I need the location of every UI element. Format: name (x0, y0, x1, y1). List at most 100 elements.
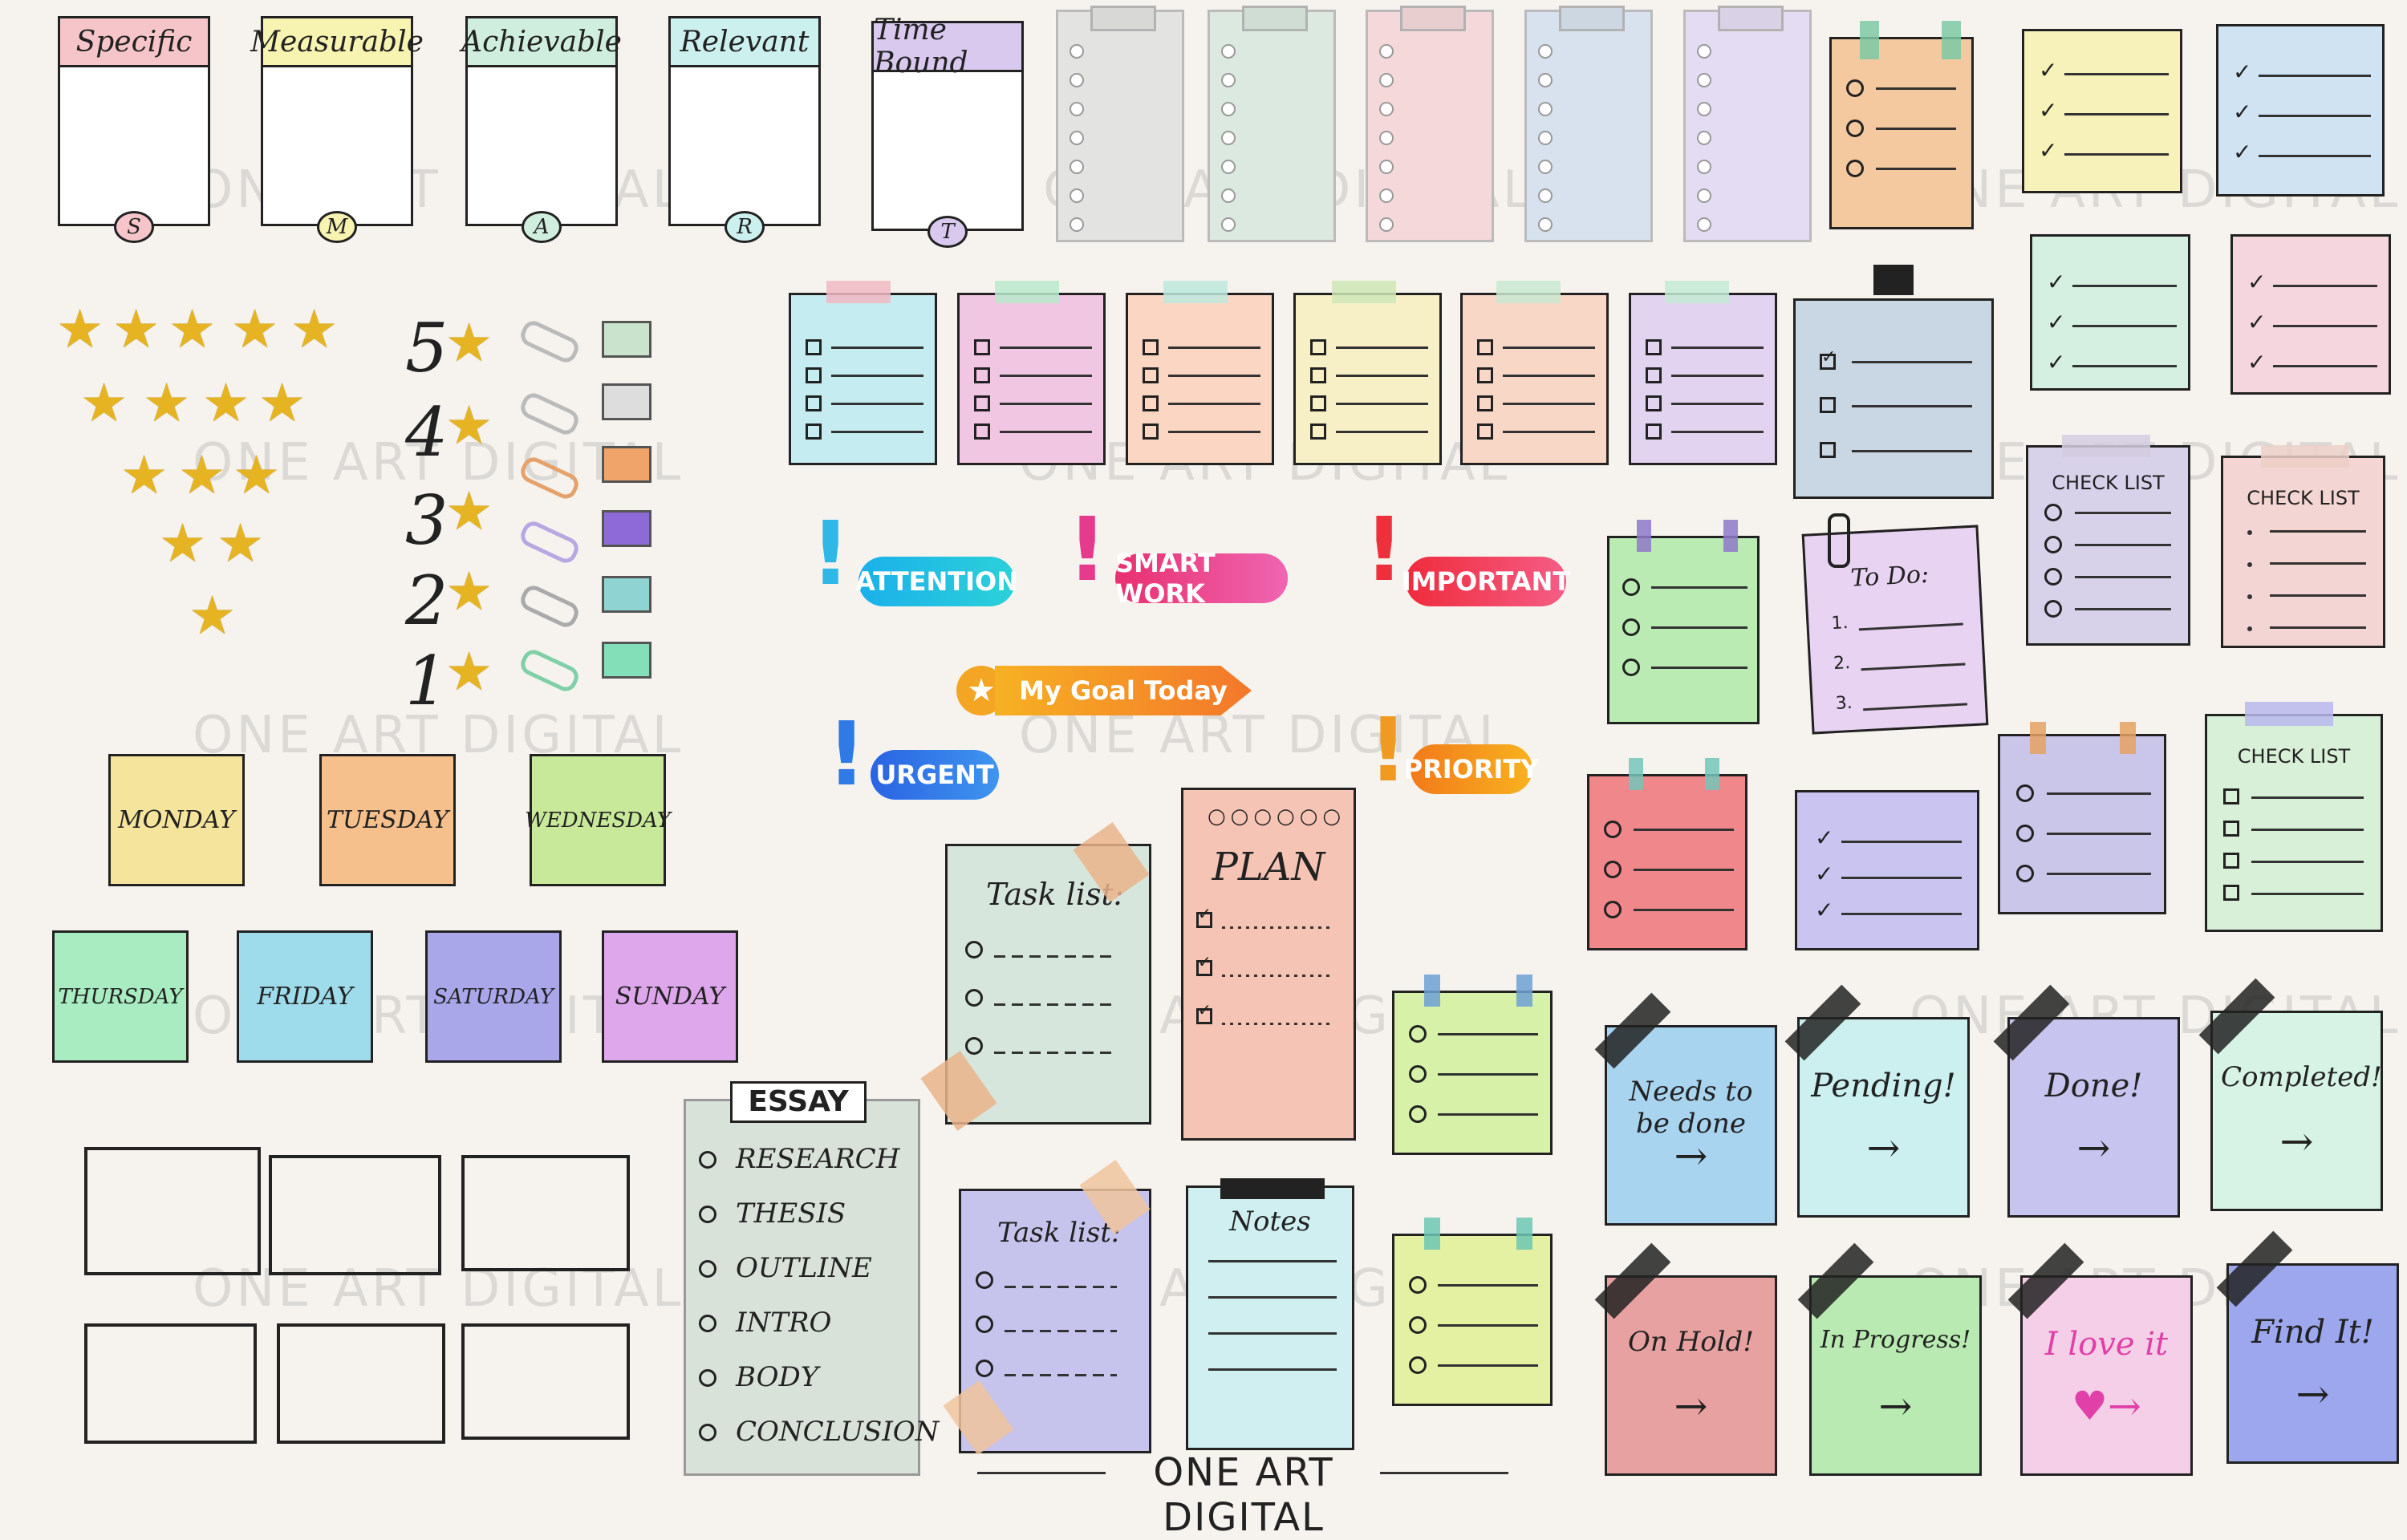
binder-hole (1379, 102, 1394, 116)
binder-hole (1538, 44, 1553, 59)
status-text: In Progress! (1820, 1326, 1971, 1354)
paperclip-icon (517, 582, 582, 631)
binder-hole (1379, 44, 1394, 59)
star-icon: ★ (178, 444, 226, 506)
day-sticky-friday: FRIDAY (237, 930, 373, 1063)
status-text: Completed! (2221, 1061, 2382, 1093)
star-icon: ★ (159, 513, 207, 574)
essay-item: RESEARCH (736, 1143, 900, 1175)
smart-letter: M (317, 211, 357, 243)
sketch-frame (84, 1323, 257, 1444)
arrow-right-icon: → (1866, 1125, 1901, 1171)
urgent-badge: URGENT (871, 750, 999, 800)
status-text: Done! (2044, 1068, 2143, 1104)
tape (1332, 281, 1396, 303)
star-icon: ★ (143, 372, 191, 434)
status-note-find-it: Find It! → (2226, 1263, 2399, 1464)
binder-hole (1538, 73, 1553, 87)
smart-letter: S (114, 211, 154, 243)
status-note-i-love-it: I love it ♥→ (2020, 1275, 2193, 1476)
tape (1860, 21, 1879, 59)
tape (1424, 1218, 1440, 1250)
todo-number: 3. (1835, 692, 1853, 714)
binder-hole (1379, 131, 1394, 145)
tape (1665, 281, 1729, 303)
binder-hole (1070, 160, 1084, 174)
lined-note-lime (1392, 991, 1553, 1155)
attention-badge: ATTENTION (855, 557, 1018, 606)
star-icon: ★ (445, 480, 493, 542)
binder-hole (1697, 102, 1711, 116)
binder-hole (1697, 217, 1711, 232)
day-sticky-thursday: THURSDAY (52, 930, 189, 1063)
status-text: Pending! (1811, 1068, 1956, 1104)
smart-card-m: Measurable M (250, 16, 424, 243)
smart-title: Measurable (250, 18, 424, 67)
binder-hole (1221, 73, 1236, 87)
checklist-note-yellow: ✓ ✓ ✓ (2022, 29, 2182, 193)
binder-clip-icon (602, 642, 651, 679)
binder-hole (1538, 102, 1553, 116)
star-icon: ★ (445, 395, 493, 456)
star-icon: ★ (445, 561, 493, 622)
binder-clip-icon (602, 321, 651, 358)
important-badge: IMPORTANT (1402, 557, 1570, 606)
essay-item: CONCLUSION (736, 1416, 940, 1448)
smart-letter: R (725, 211, 765, 243)
checklist-note-rose: CHECK LIST (2221, 456, 2385, 648)
status-text: On Hold! (1627, 1326, 1754, 1358)
binder-clip-icon (1873, 265, 1914, 295)
tape (1637, 520, 1651, 552)
smart-letter: T (927, 216, 968, 248)
binder-paper-purple (1683, 6, 1812, 242)
essay-item: THESIS (736, 1198, 846, 1230)
checklist-note-green: ✓ ✓ ✓ (2030, 234, 2190, 391)
todo-title: To Do: (1849, 560, 1930, 593)
status-note-done: Done! → (2007, 1017, 2180, 1218)
sketch-frame (277, 1323, 445, 1444)
smart-card-t: Time Bound T (871, 14, 1024, 248)
checkbox-note-blue (789, 293, 937, 465)
notes-title: Notes (1229, 1206, 1311, 1238)
exclamation-icon: ! (826, 703, 867, 805)
smart-title: Relevant (671, 18, 818, 67)
tape (2120, 722, 2136, 754)
day-sticky-monday: MONDAY (108, 754, 245, 886)
sketch-frame (461, 1155, 630, 1271)
paperclip-icon (517, 646, 582, 695)
tape (2062, 435, 2150, 457)
arrow-right-icon: → (2279, 1118, 2314, 1165)
star-icon: ★ (120, 444, 168, 506)
tape (2245, 702, 2333, 726)
checkbox-note-lavender (1629, 293, 1777, 465)
binder-hole (1697, 131, 1711, 145)
star-icon: ★ (231, 298, 279, 360)
star-icon: ★ (290, 298, 339, 360)
smart-title: Achievable (461, 18, 622, 67)
tape (826, 281, 891, 303)
smart-work-badge: SMART WORK (1115, 548, 1288, 609)
sketch-frame (269, 1155, 441, 1275)
day-sticky-sunday: SUNDAY (602, 930, 738, 1063)
goal-badge: My Goal Today (995, 666, 1252, 715)
footer-ornament-left (977, 1472, 1106, 1474)
status-note-needs-to-be-done: Needs to be done → (1605, 1025, 1777, 1226)
binder-clip-icon (602, 446, 651, 483)
star-icon: ★ (80, 372, 128, 434)
tape (1424, 975, 1440, 1007)
tape (1163, 281, 1228, 303)
tape (1516, 1218, 1532, 1250)
task-list-note: Task list: (959, 1189, 1151, 1453)
tape (1723, 520, 1738, 552)
binder-hole (1538, 131, 1553, 145)
tape (1516, 975, 1532, 1007)
binder-paper-grey (1056, 6, 1184, 242)
binder-hole (1070, 131, 1084, 145)
rating-number: 1 (405, 642, 449, 720)
binder-hole (1221, 44, 1236, 59)
note-orange (1829, 37, 1974, 229)
binder-hole (1538, 188, 1553, 203)
arrow-right-icon: → (2295, 1371, 2330, 1417)
exclamation-icon: ! (1368, 699, 1409, 801)
star-icon: ★ (258, 372, 306, 434)
